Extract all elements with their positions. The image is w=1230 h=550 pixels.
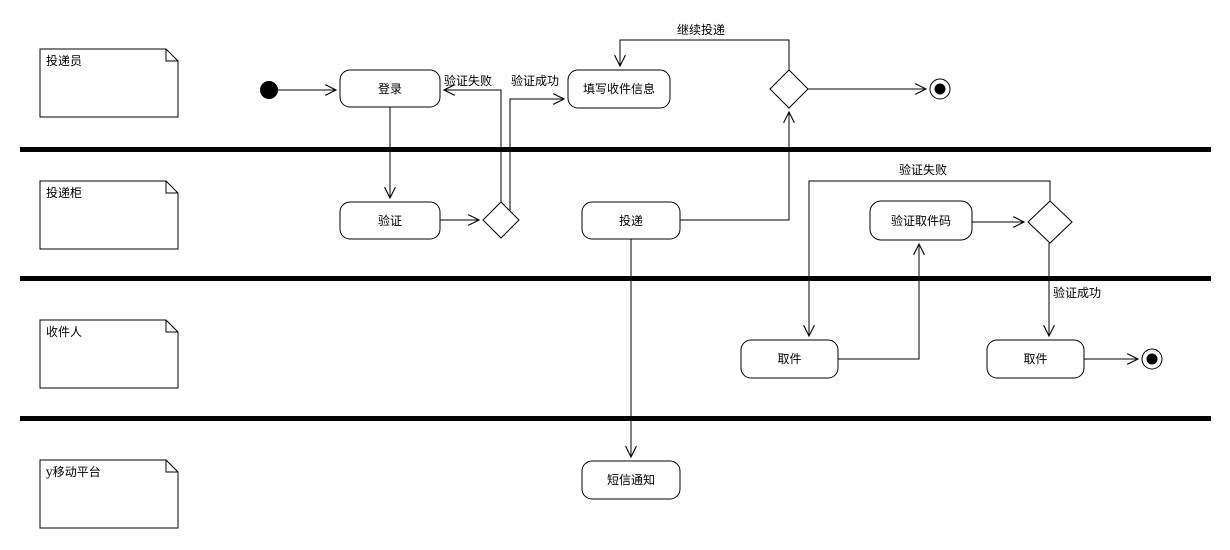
edge-pickup-to-verify-code: [838, 244, 919, 360]
final-node-deliver-inner: [934, 83, 946, 95]
activity-pickup-retry: [740, 339, 839, 379]
activity-fill-recipient-info: [567, 69, 671, 109]
activity-deliver: [581, 201, 681, 240]
lane-note-mobile-platform: [39, 459, 179, 529]
activity-verify: [339, 201, 441, 240]
lane-note-courier: [39, 48, 179, 118]
edge-verify-success-to-fill-info: [509, 99, 564, 211]
decision-code-verify: [1027, 200, 1073, 244]
decision-login-verify: [482, 201, 520, 239]
activity-login: [339, 69, 441, 108]
activity-pickup-final: [986, 339, 1085, 379]
initial-node: [260, 81, 278, 99]
edge-deliver-to-merge: [680, 112, 789, 221]
lane-note-recipient: [39, 319, 179, 389]
activity-verify-pickup-code: [869, 200, 973, 241]
decision-continue-or-end: [769, 69, 809, 109]
edge-code-fail-to-pickup: [809, 180, 1051, 336]
activity-sms-notify: [581, 460, 681, 500]
edge-verify-fail-to-login: [444, 90, 502, 202]
edge-continue-delivery-loop: [620, 39, 790, 70]
lane-note-locker: [39, 180, 179, 250]
final-node-pickup-inner: [1146, 353, 1158, 365]
